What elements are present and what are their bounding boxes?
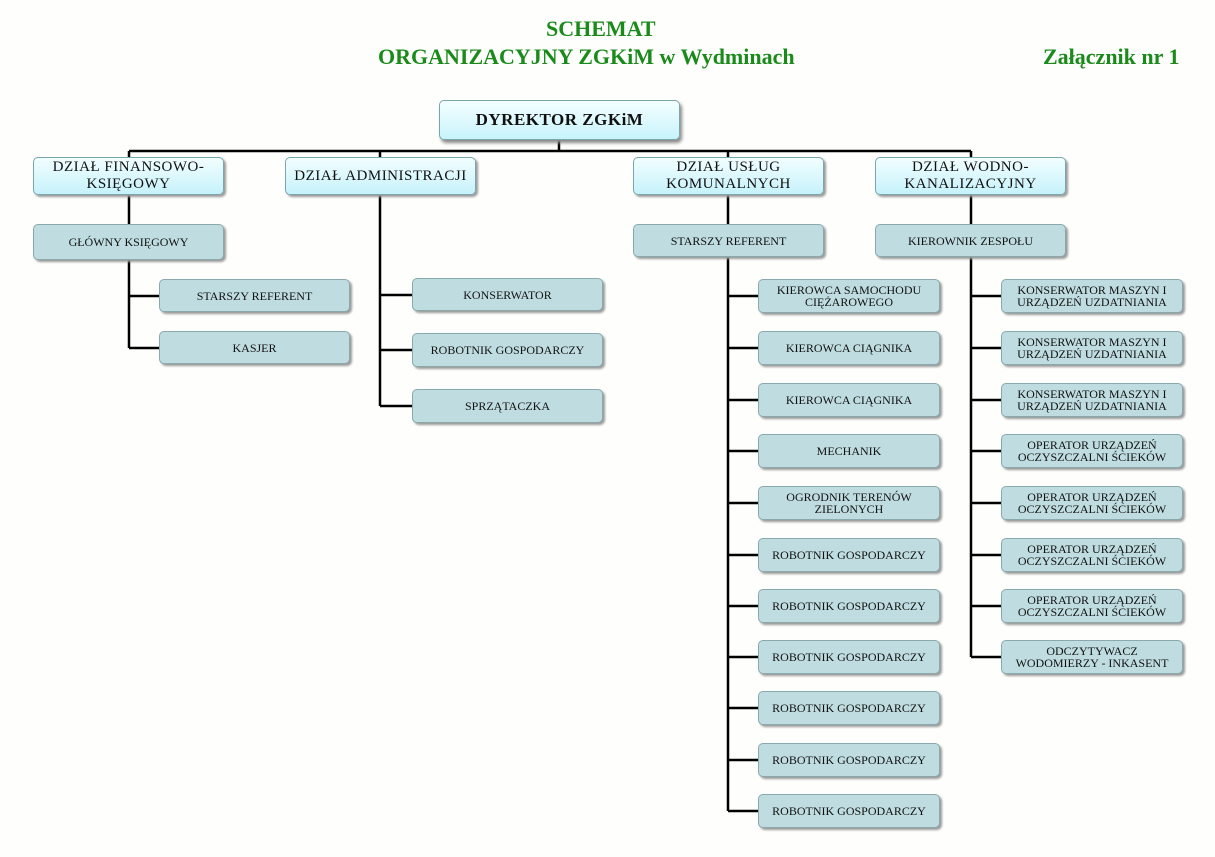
water-staff-box: ODCZYTYWACZ WODOMIERZY - INKASENT (1001, 640, 1183, 674)
water-staff-box: KONSERWATOR MASZYN I URZĄDZEŃ UZDATNIANI… (1001, 279, 1183, 313)
finance-staff-box: STARSZY REFERENT (159, 279, 350, 312)
communal-staff-box: ROBOTNIK GOSPODARCZY (758, 743, 940, 777)
director-box: DYREKTOR ZGKiM (439, 100, 680, 140)
communal-staff-box: ROBOTNIK GOSPODARCZY (758, 640, 940, 674)
finance-staff-box: KASJER (159, 331, 350, 364)
water-staff-box: OPERATOR URZĄDZEŃ OCZYSZCZALNI ŚCIEKÓW (1001, 486, 1183, 520)
dept-communal-box: DZIAŁ USŁUG KOMUNALNYCH (633, 157, 824, 195)
water-staff-box: OPERATOR URZĄDZEŃ OCZYSZCZALNI ŚCIEKÓW (1001, 538, 1183, 572)
administration-staff-box: ROBOTNIK GOSPODARCZY (412, 333, 603, 367)
communal-staff-box: ROBOTNIK GOSPODARCZY (758, 538, 940, 572)
water-head-box: KIEROWNIK ZESPOŁU (875, 224, 1066, 257)
water-staff-box: KONSERWATOR MASZYN I URZĄDZEŃ UZDATNIANI… (1001, 331, 1183, 365)
dept-water-box: DZIAŁ WODNO-KANALIZACYJNY (875, 157, 1066, 195)
communal-staff-box: OGRODNIK TERENÓW ZIELONYCH (758, 486, 940, 520)
communal-staff-box: ROBOTNIK GOSPODARCZY (758, 794, 940, 828)
water-staff-box: OPERATOR URZĄDZEŃ OCZYSZCZALNI ŚCIEKÓW (1001, 589, 1183, 623)
communal-staff-box: ROBOTNIK GOSPODARCZY (758, 691, 940, 725)
attachment-label: Załącznik nr 1 (1043, 44, 1180, 69)
administration-staff-box: SPRZĄTACZKA (412, 389, 603, 423)
communal-head-box: STARSZY REFERENT (633, 224, 824, 257)
communal-staff-box: KIEROWCA SAMOCHODU CIĘŻAROWEGO (758, 279, 940, 313)
chart-title-line-1: SCHEMAT (546, 16, 656, 41)
finance-head-box: GŁÓWNY KSIĘGOWY (33, 224, 224, 260)
chart-title-line-2: ORGANIZACYJNY ZGKiM w Wydminach (378, 44, 795, 69)
communal-staff-box: MECHANIK (758, 434, 940, 468)
water-staff-box: OPERATOR URZĄDZEŃ OCZYSZCZALNI ŚCIEKÓW (1001, 434, 1183, 468)
communal-staff-box: KIEROWCA CIĄGNIKA (758, 331, 940, 365)
dept-administration-box: DZIAŁ ADMINISTRACJI (285, 157, 476, 195)
communal-staff-box: KIEROWCA CIĄGNIKA (758, 383, 940, 417)
water-staff-box: KONSERWATOR MASZYN I URZĄDZEŃ UZDATNIANI… (1001, 383, 1183, 417)
communal-staff-box: ROBOTNIK GOSPODARCZY (758, 589, 940, 623)
dept-finance-box: DZIAŁ FINANSOWO-KSIĘGOWY (33, 157, 224, 195)
administration-staff-box: KONSERWATOR (412, 278, 603, 311)
